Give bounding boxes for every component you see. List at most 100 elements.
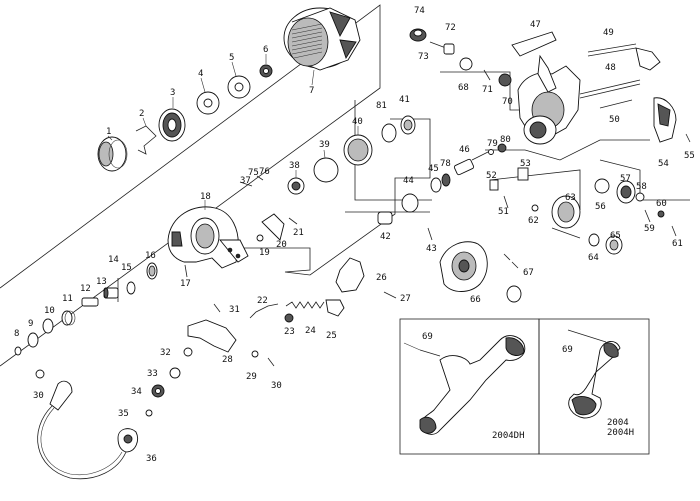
part-4-washer (196, 91, 220, 115)
label-74: 74 (414, 6, 425, 16)
part-47-side-cover (511, 31, 557, 57)
part-61-screw (671, 225, 677, 237)
label-16: 16 (145, 251, 156, 261)
label-69-left: 69 (422, 332, 433, 342)
part-33-collar (169, 367, 181, 379)
label-1: 1 (106, 127, 111, 137)
label-3: 3 (170, 88, 175, 98)
part-75-screw (256, 175, 264, 181)
label-8: 8 (14, 329, 19, 339)
part-73-screw (429, 41, 447, 49)
part-71-pin (483, 69, 491, 81)
label-65: 65 (610, 231, 621, 241)
label-15: 15 (121, 263, 132, 273)
label-51: 51 (498, 207, 509, 217)
label-34: 34 (131, 387, 142, 397)
label-21: 21 (293, 228, 304, 238)
label-72: 72 (445, 23, 456, 33)
label-55: 55 (684, 151, 695, 161)
spool-assembly (97, 7, 361, 172)
label-79: 79 (487, 139, 498, 149)
label-50: 50 (609, 115, 620, 125)
part-78-washer (441, 173, 451, 187)
label-38: 38 (289, 161, 300, 171)
part-48-rod (579, 79, 641, 99)
part-51-screw (503, 195, 509, 209)
part-17-screw (184, 264, 188, 278)
part-35-washer (145, 409, 153, 417)
part-38-roller (287, 177, 305, 195)
part-39-ring (313, 157, 339, 183)
part-15-washer (126, 281, 136, 295)
label-43: 43 (426, 244, 437, 254)
label-41: 41 (399, 95, 410, 105)
part-32-washer (183, 347, 193, 357)
part-49-bar (587, 43, 637, 57)
part-30-bail-holder (35, 369, 73, 411)
label-60: 60 (656, 199, 667, 209)
part-40-plate (343, 134, 373, 166)
part-59-pin (644, 209, 651, 223)
label-81: 81 (376, 101, 387, 111)
part-25-plunger (325, 299, 345, 317)
part-23-washer (284, 313, 294, 323)
label-71: 71 (482, 85, 493, 95)
inset-handle-2004: 2004 2004H (538, 318, 650, 455)
body-assembly (14, 115, 416, 356)
label-11: 11 (62, 294, 73, 304)
label-63: 63 (565, 193, 576, 203)
inset-right-label-1: 2004 (607, 418, 629, 428)
label-32: 32 (160, 348, 171, 358)
label-46: 46 (459, 145, 470, 155)
part-62-screw (531, 204, 539, 212)
part-5-washer (227, 75, 251, 99)
part-11-spring (61, 310, 76, 326)
label-42: 42 (380, 232, 391, 242)
part-22-spring (249, 303, 279, 319)
label-12: 12 (80, 284, 91, 294)
label-66: 66 (470, 295, 481, 305)
label-6: 6 (263, 45, 268, 55)
label-5: 5 (229, 53, 234, 63)
inset-right-label-2: 2004H (607, 428, 634, 438)
part-12-shaft (81, 297, 99, 307)
inset-left-label: 2004DH (492, 431, 525, 441)
part-27-screw (383, 291, 397, 299)
label-54: 54 (658, 159, 669, 169)
label-62: 62 (528, 216, 539, 226)
part-7-spool (283, 7, 361, 71)
part-43-screw (427, 227, 433, 241)
part-74-knob (409, 28, 427, 42)
part-18-rotor (167, 206, 249, 269)
label-52: 52 (486, 171, 497, 181)
part-16-bearing (146, 262, 158, 280)
spool-leaders (107, 54, 315, 141)
part-52-plate (489, 179, 499, 191)
part-2-clip (135, 125, 157, 155)
part-21-screw (288, 217, 298, 225)
label-64: 64 (588, 253, 599, 263)
label-80: 80 (500, 135, 511, 145)
label-48: 48 (605, 63, 616, 73)
label-4: 4 (198, 69, 203, 79)
label-19: 19 (259, 248, 270, 258)
part-56-washer (594, 178, 610, 194)
label-73: 73 (418, 52, 429, 62)
bail-wire (37, 405, 127, 480)
part-42-collar (377, 211, 393, 225)
label-29: 29 (246, 372, 257, 382)
label-24: 24 (305, 326, 316, 336)
label-45: 45 (428, 164, 439, 174)
body-leaders (204, 126, 359, 210)
part-53-plate (517, 167, 529, 181)
part-44-clutch (401, 193, 419, 213)
label-20: 20 (276, 240, 287, 250)
label-44: 44 (403, 176, 414, 186)
label-35: 35 (118, 409, 129, 419)
label-47: 47 (530, 20, 541, 30)
part-31-screw (213, 303, 221, 313)
part-26-stopper (335, 257, 365, 293)
label-56: 56 (595, 202, 606, 212)
part-3-drag-washer (158, 108, 186, 142)
part-81-washer (381, 123, 397, 143)
